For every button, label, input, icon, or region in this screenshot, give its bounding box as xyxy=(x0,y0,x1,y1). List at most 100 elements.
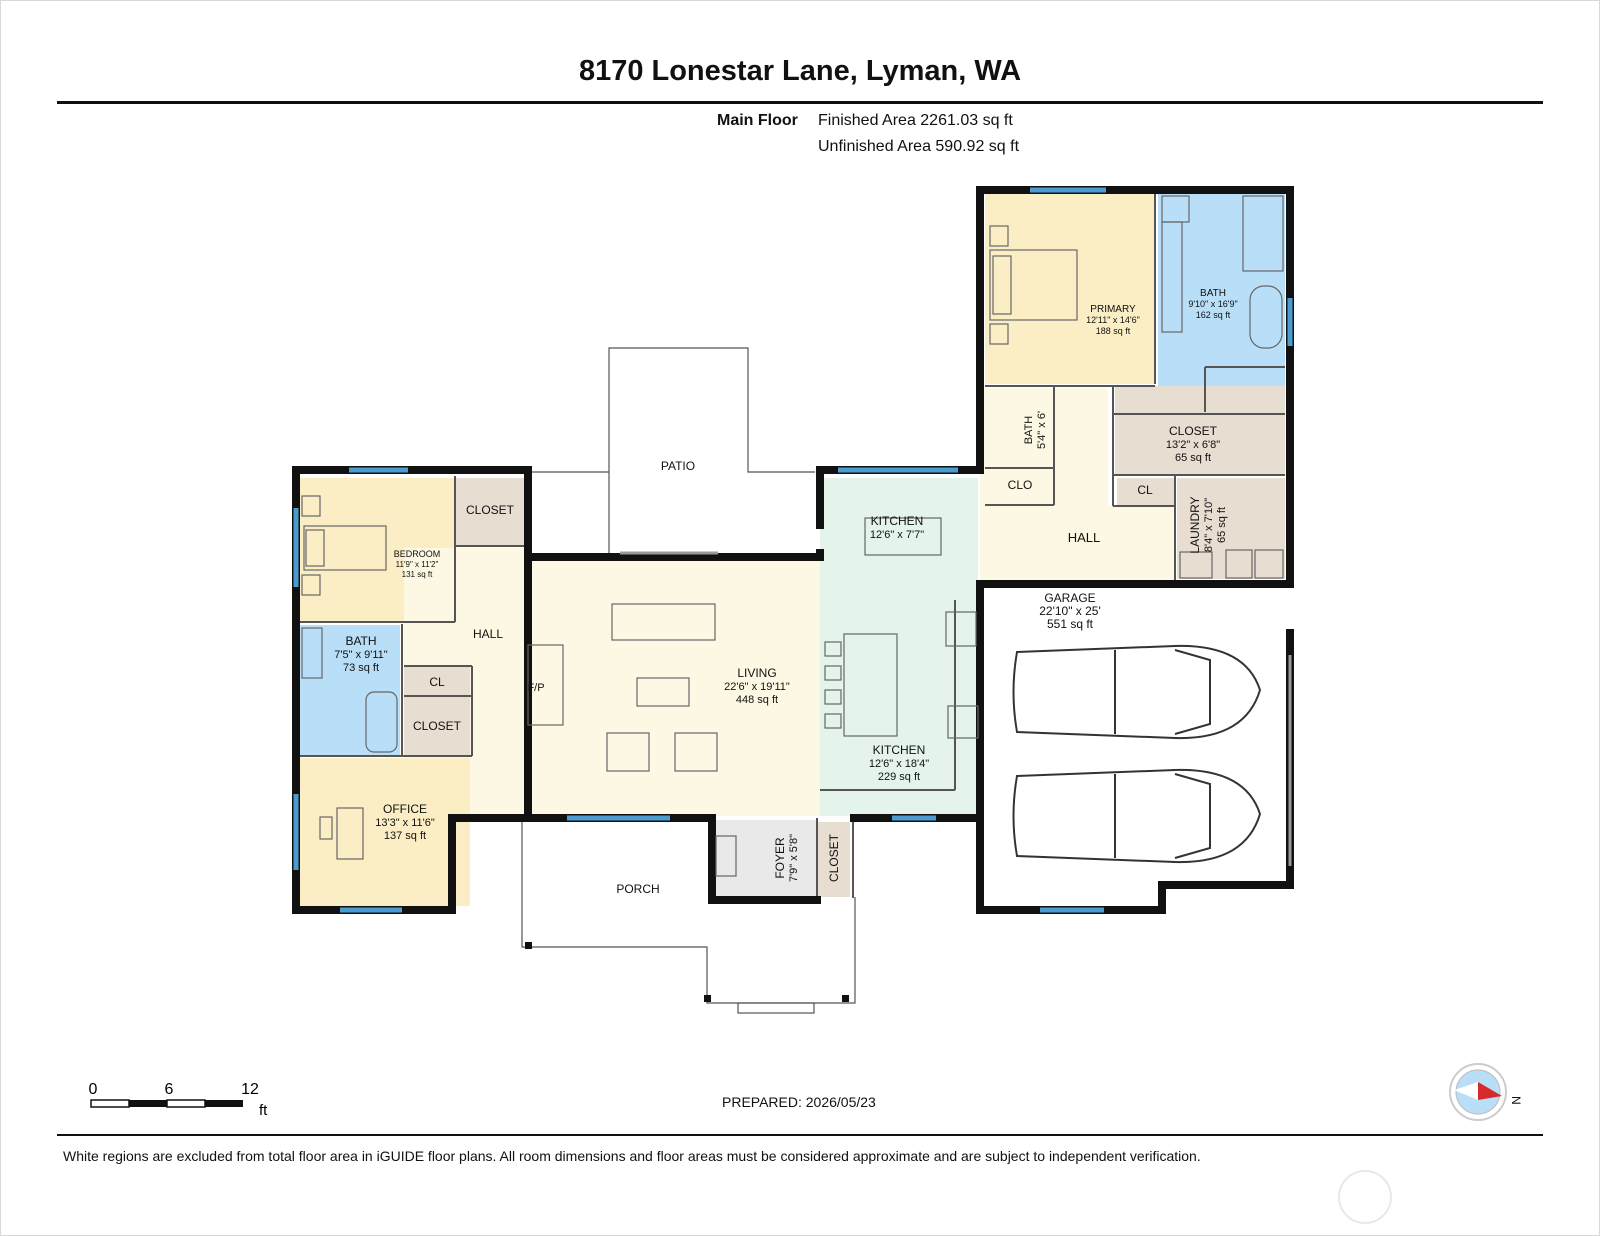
garage-cars xyxy=(1012,644,1262,864)
west-hall-label: HALL xyxy=(473,627,503,641)
dining-table xyxy=(864,517,942,556)
office-dims: 13'3" x 11'6" xyxy=(375,817,435,829)
windows xyxy=(293,187,1293,913)
footer-rule xyxy=(57,1134,1543,1136)
primary-bath-label: BATH xyxy=(1200,288,1226,299)
kitchen-area: 229 sq ft xyxy=(878,771,920,783)
primary-bath-dims: 9'10" x 16'9" xyxy=(1188,299,1237,309)
primary-closet-room xyxy=(1115,386,1285,475)
header-rule xyxy=(57,101,1543,104)
room-labels: PRIMARY 12'11" x 14'6" 188 sq ft BATH 9'… xyxy=(334,288,1237,896)
office-room xyxy=(300,758,470,906)
primary-dims: 12'11" x 14'6" xyxy=(1086,315,1140,325)
nightstand xyxy=(301,495,321,517)
desk xyxy=(336,807,364,860)
primary-room xyxy=(985,194,1155,384)
interior-walls xyxy=(300,194,1285,898)
bedroom-area: 131 sq ft xyxy=(402,570,433,579)
east-hall-room xyxy=(980,388,1174,580)
east-hall-label: HALL xyxy=(1068,530,1101,545)
disclaimer: White regions are excluded from total fl… xyxy=(63,1148,1201,1164)
foyer-room xyxy=(712,820,816,898)
foyer-closet-room xyxy=(818,822,850,897)
kitchen-dims: 12'6" x 18'4" xyxy=(869,758,929,770)
nightstand xyxy=(301,574,321,596)
foyer-label: FOYER xyxy=(773,837,787,879)
foyer-closet-label: CLOSET xyxy=(827,833,841,882)
scale-tick-0: 0 xyxy=(89,1081,98,1098)
cl-label: CL xyxy=(1137,483,1153,497)
porch-post xyxy=(704,995,711,1002)
bedroom-label: BEDROOM xyxy=(394,549,441,559)
living-room xyxy=(528,557,820,816)
west-closet-label: CLOSET xyxy=(413,719,462,733)
fireplace-label: F/P xyxy=(527,682,544,694)
office-area: 137 sq ft xyxy=(384,830,426,842)
car-icon xyxy=(1012,644,1262,740)
vanity xyxy=(301,627,323,679)
kitchen-dining-dims: 12'6" x 7'7" xyxy=(870,529,924,541)
watermark-logo xyxy=(1338,1170,1392,1224)
scale-bar: 0 6 12 ft xyxy=(88,1078,288,1133)
garage-dims: 22'10" x 25' xyxy=(1039,604,1101,618)
bed xyxy=(989,249,1078,321)
fireplace xyxy=(527,644,564,726)
west-bath-dims: 7'5" x 9'11" xyxy=(334,649,387,661)
bed xyxy=(303,525,387,571)
coffee-table xyxy=(636,677,690,707)
porch-label: PORCH xyxy=(616,882,659,896)
foyer-dims: 7'9" x 5'8" xyxy=(788,834,800,882)
patio-label: PATIO xyxy=(661,459,695,473)
porch-step xyxy=(737,1002,815,1014)
finished-area: Finished Area 2261.03 sq ft xyxy=(818,112,1013,129)
floor-label: Main Floor xyxy=(717,112,798,129)
primary-bath-area: 162 sq ft xyxy=(1196,310,1231,320)
page-title: 8170 Lonestar Lane, Lyman, WA xyxy=(578,55,1022,87)
bedroom-closet-room xyxy=(455,478,526,546)
west-bath-area: 73 sq ft xyxy=(343,662,379,674)
west-bath-room xyxy=(300,625,400,755)
compass-icon xyxy=(1449,1063,1507,1121)
porch-post xyxy=(525,942,532,949)
living-dims: 22'6" x 19'11" xyxy=(724,681,790,693)
small-bath-dims: 5'4" x 6' xyxy=(1036,411,1048,449)
nightstand xyxy=(989,225,1009,247)
scale-tick-6: 6 xyxy=(165,1081,174,1098)
living-area: 448 sq ft xyxy=(736,694,778,706)
clo-label: CLO xyxy=(1008,478,1033,492)
fixtures xyxy=(301,195,1284,877)
prepared-date: PREPARED: 2026/05/23 xyxy=(722,1094,876,1110)
scale-tick-12: 12 xyxy=(241,1081,259,1098)
unfinished-area: Unfinished Area 590.92 sq ft xyxy=(818,138,1020,155)
armchair xyxy=(606,732,650,772)
shower xyxy=(1242,195,1284,272)
armchair xyxy=(674,732,718,772)
vanity xyxy=(1161,221,1183,333)
sink xyxy=(1179,551,1213,579)
primary-closet-dims: 13'2" x 6'8" xyxy=(1166,439,1220,451)
west-cl-label: CL xyxy=(429,675,445,689)
kitchen-dining-label: KITCHEN xyxy=(871,514,924,528)
bench xyxy=(715,835,737,877)
primary-closet-area: 65 sq ft xyxy=(1175,452,1211,464)
kitchen-label: KITCHEN xyxy=(873,743,926,757)
kitchen-room xyxy=(820,478,978,816)
car-icon xyxy=(1012,768,1262,864)
scale-unit: ft xyxy=(259,1102,268,1119)
cl-room xyxy=(1117,478,1174,506)
west-cl-room xyxy=(404,667,470,695)
primary-label: PRIMARY xyxy=(1090,304,1136,315)
primary-area: 188 sq ft xyxy=(1096,326,1131,336)
patio-outline xyxy=(608,347,815,557)
kitchen-island xyxy=(843,633,898,737)
laundry-area: 65 sq ft xyxy=(1216,507,1228,543)
nightstand xyxy=(989,323,1009,345)
compass-north-label: N xyxy=(1509,1096,1523,1105)
laundry-dims: 8'4" x 7'10" xyxy=(1203,498,1215,552)
stove xyxy=(947,705,979,739)
bathtub xyxy=(1249,285,1283,349)
primary-bath-room xyxy=(1158,194,1285,412)
laundry-room xyxy=(1177,478,1285,579)
bathtub xyxy=(365,691,398,753)
